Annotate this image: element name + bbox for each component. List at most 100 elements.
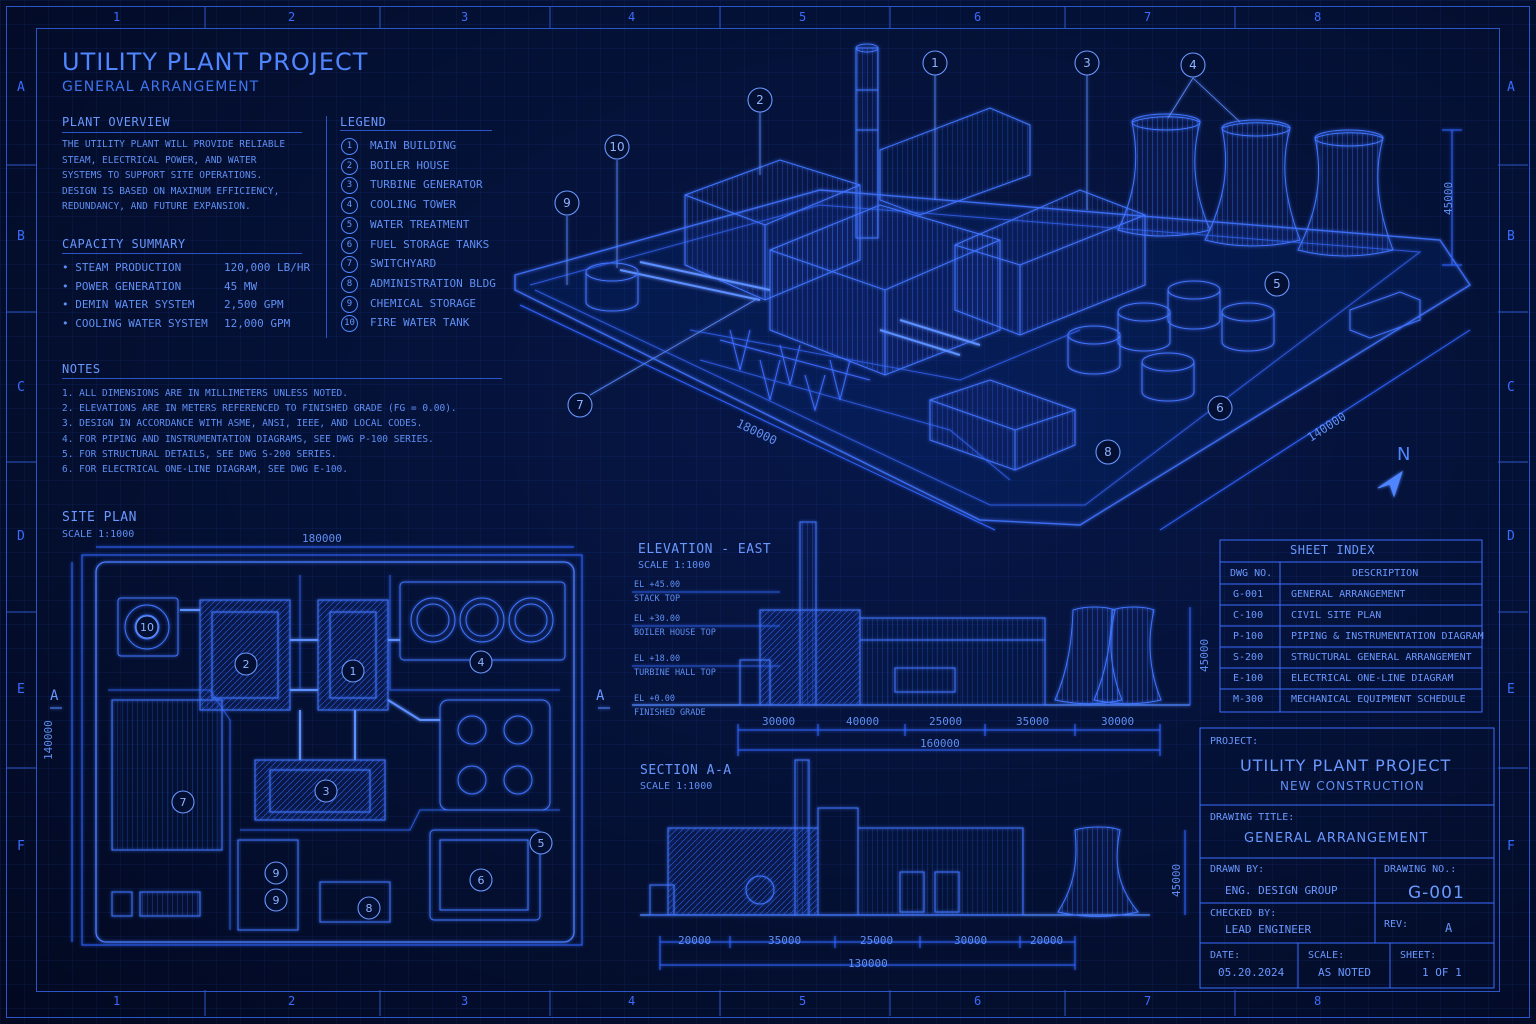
- tb-sheet-label: SHEET:: [1400, 950, 1437, 961]
- border-row-label: A: [17, 80, 25, 95]
- callout-number: 3: [1083, 56, 1091, 70]
- tb-rev-label: REV:: [1384, 919, 1409, 930]
- border-col-label: 3: [461, 994, 469, 1008]
- callout-number: 3: [323, 785, 330, 798]
- note-item: 1. ALL DIMENSIONS ARE IN MILLIMETERS UNL…: [62, 388, 348, 399]
- border-row-label: A: [1507, 80, 1515, 95]
- elevation-dim: 35000: [1016, 715, 1050, 728]
- border-row-label: D: [17, 529, 25, 544]
- overview-heading: PLANT OVERVIEW: [62, 115, 171, 129]
- section-dim: 35000: [768, 934, 802, 947]
- border-col-label: 5: [799, 10, 807, 24]
- page-title: UTILITY PLANT PROJECT: [62, 48, 369, 76]
- capacity-value: 45 MW: [224, 279, 258, 293]
- legend-label: COOLING TOWER: [370, 198, 457, 212]
- page-subtitle: GENERAL ARRANGEMENT: [62, 79, 260, 95]
- tb-drawn-by: ENG. DESIGN GROUP: [1225, 884, 1338, 897]
- tb-project-sub: NEW CONSTRUCTION: [1280, 779, 1425, 793]
- tb-date-label: DATE:: [1210, 950, 1241, 961]
- border-col-label: 6: [974, 10, 982, 24]
- site-plan-callout: 4: [469, 650, 493, 674]
- elevation-level-value: EL +18.00: [634, 654, 681, 664]
- legend-label: BOILER HOUSE: [370, 158, 450, 172]
- border-row-label: E: [17, 682, 25, 697]
- capacity-label: • DEMIN WATER SYSTEM: [62, 298, 195, 311]
- section-scale: SCALE 1:1000: [640, 781, 713, 792]
- site-plan-callout: 2: [234, 652, 258, 676]
- section-mark-left: A: [50, 688, 59, 704]
- sheet-index-dwg-no: G-001: [1233, 589, 1264, 600]
- border-col-label: 7: [1144, 10, 1152, 24]
- north-label: N: [1397, 444, 1412, 465]
- legend-number-badge: 7: [341, 256, 358, 274]
- outer-border: [6, 6, 1530, 1018]
- switchyard: [719, 329, 871, 412]
- border-row-label: C: [1507, 380, 1515, 395]
- site-plan-heading: SITE PLAN: [62, 510, 137, 525]
- elevation-level-value: EL +0.00: [634, 694, 675, 704]
- legend-number-badge: 1: [341, 138, 358, 155]
- legend-number-badge: 2: [341, 157, 358, 175]
- tb-drawn-by-label: DRAWN BY:: [1210, 864, 1265, 875]
- callout-number: 8: [366, 902, 373, 915]
- callout-number: 6: [478, 874, 485, 887]
- elevation-heading: ELEVATION - EAST: [638, 542, 772, 557]
- callout-number: 10: [140, 621, 154, 634]
- border-col-label: 7: [1144, 994, 1152, 1008]
- border-col-label: 5: [799, 994, 807, 1008]
- callout-number: 9: [273, 867, 280, 880]
- legend-heading: LEGEND: [340, 115, 387, 129]
- iso-callout: 8: [1095, 439, 1121, 465]
- capacity-value: 2,500 GPM: [224, 298, 284, 311]
- legend-label: CHEMICAL STORAGE: [370, 296, 476, 310]
- sheet-index-description: GENERAL ARRANGEMENT: [1291, 589, 1406, 600]
- elevation-level-name: STACK TOP: [634, 594, 681, 604]
- isometric-plant-view: [514, 43, 1471, 531]
- legend-number-badge: 5: [341, 216, 358, 234]
- callout-number: 1: [931, 56, 939, 70]
- callout-number: 9: [273, 894, 280, 907]
- iso-callout: 10: [604, 134, 630, 160]
- sheet-index-description: MECHANICAL EQUIPMENT SCHEDULE: [1291, 694, 1466, 705]
- tb-sheet: 1 OF 1: [1422, 966, 1462, 979]
- note-item: 5. FOR STRUCTURAL DETAILS, SEE DWG S-200…: [62, 448, 337, 460]
- callout-number: 7: [180, 796, 187, 809]
- cooling-towers: [1117, 113, 1394, 257]
- callout-number: 4: [478, 656, 485, 669]
- callout-number: 5: [1273, 277, 1281, 291]
- border-col-label: 8: [1314, 994, 1322, 1008]
- tb-date: 05.20.2024: [1218, 966, 1285, 979]
- border-row-label: C: [17, 380, 25, 395]
- sheet-index-description: CIVIL SITE PLAN: [1291, 610, 1382, 621]
- section-aa-drawing: [640, 759, 1186, 970]
- sheet-index-dwg-no: E-100: [1233, 673, 1264, 684]
- border-row-label: F: [17, 839, 25, 854]
- legend-divider: [326, 116, 327, 338]
- overview-line: THE UTILITY PLANT WILL PROVIDE RELIABLE: [62, 139, 286, 150]
- callout-number: 9: [563, 196, 571, 210]
- note-item: 6. FOR ELECTRICAL ONE-LINE DIAGRAM, SEE …: [62, 464, 348, 475]
- site-plan-callout: 5: [529, 831, 553, 855]
- capacity-heading: CAPACITY SUMMARY: [62, 237, 186, 251]
- note-item: 4. FOR PIPING AND INSTRUMENTATION DIAGRA…: [62, 433, 434, 445]
- elevation-scale: SCALE 1:1000: [638, 560, 711, 571]
- legend-label: ADMINISTRATION BLDG: [370, 276, 496, 290]
- legend-label: FIRE WATER TANK: [370, 316, 470, 330]
- tb-drawing-no-label: DRAWING NO.:: [1384, 864, 1457, 875]
- overview-line: REDUNDANCY, AND FUTURE EXPANSION.: [62, 201, 251, 212]
- tb-project: UTILITY PLANT PROJECT: [1240, 756, 1452, 775]
- notes-heading: NOTES: [62, 362, 101, 376]
- elevation-level-value: EL +45.00: [634, 580, 681, 590]
- iso-callout: 1: [922, 50, 948, 76]
- notes-underline: [62, 378, 502, 379]
- border-col-label: 4: [628, 994, 636, 1008]
- capacity-underline: [62, 253, 302, 254]
- callout-number: 2: [756, 93, 764, 107]
- iso-callout: 4: [1180, 52, 1206, 78]
- elevation-level-name: FINISHED GRADE: [634, 708, 706, 718]
- border-col-label: 1: [113, 994, 121, 1008]
- inner-border: [36, 28, 1500, 992]
